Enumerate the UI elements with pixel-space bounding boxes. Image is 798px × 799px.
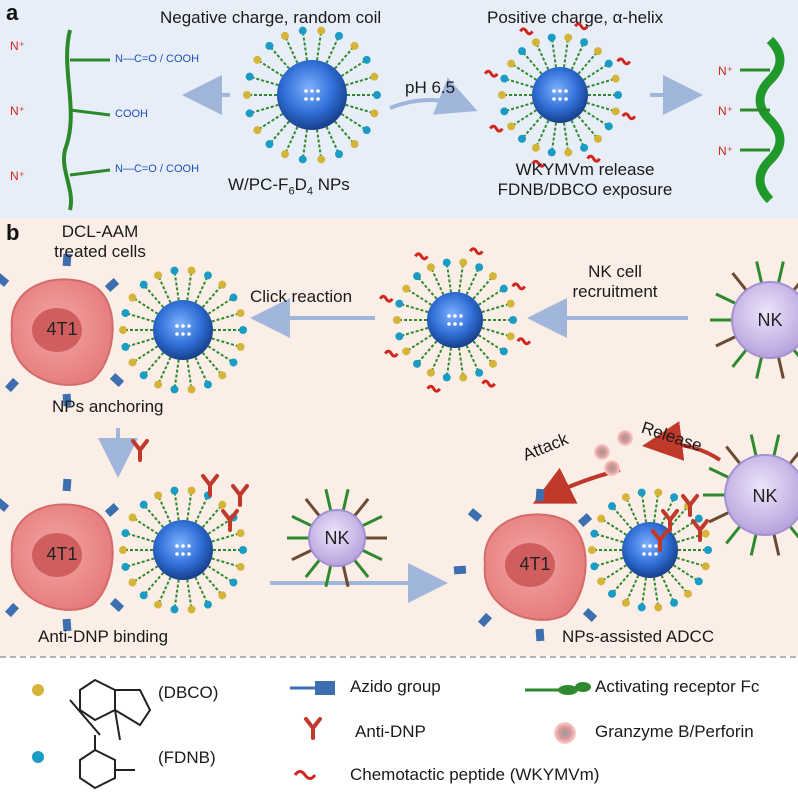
nk-label-1: NK bbox=[757, 310, 782, 330]
nk-cell-adcc bbox=[703, 434, 798, 556]
antibody-0 bbox=[131, 439, 149, 462]
4T1-label-2: 4T1 bbox=[46, 544, 77, 564]
legend-granzyme-icon bbox=[554, 722, 576, 744]
antibody-3 bbox=[201, 474, 219, 497]
svg-text:N—C=O / COOH: N—C=O / COOH bbox=[115, 53, 199, 65]
svg-text:N—C=O / COOH: N—C=O / COOH bbox=[115, 163, 199, 175]
np-recruit bbox=[378, 247, 532, 393]
4T1-label-1: 4T1 bbox=[46, 319, 77, 339]
legend-dbco-label: (DBCO) bbox=[158, 683, 219, 702]
antibody-4 bbox=[681, 494, 699, 517]
legend-azido-label: Azido group bbox=[350, 677, 441, 696]
legend-activating-icon bbox=[525, 682, 591, 695]
svg-text:N⁺: N⁺ bbox=[10, 169, 25, 183]
legend-fdnb-label: (FDNB) bbox=[158, 748, 216, 767]
release-label: WKYMVm release FDNB/DBCO exposure bbox=[465, 160, 705, 200]
nk-cell-middle bbox=[287, 488, 387, 588]
4T1-label-3: 4T1 bbox=[519, 554, 550, 574]
svg-text:COOH: COOH bbox=[115, 108, 148, 120]
tumor-cell-adcc bbox=[453, 488, 598, 642]
antibody-7 bbox=[651, 529, 669, 552]
np-label-prefix: W/PC-F bbox=[228, 175, 289, 194]
np-positive bbox=[483, 22, 637, 168]
antibody-2 bbox=[221, 509, 239, 532]
granzyme-2 bbox=[604, 460, 620, 476]
release-arrow bbox=[642, 421, 722, 462]
panel-b-letter: b bbox=[6, 220, 20, 245]
click-reaction-label: Click reaction bbox=[250, 287, 353, 306]
release-line1: WKYMVm release bbox=[515, 160, 655, 179]
anti-dnp-binding-label: Anti-DNP binding bbox=[38, 627, 169, 646]
polymer-chain-helix: N⁺ N⁺ N⁺ bbox=[718, 36, 785, 204]
legend-granzyme-label: Granzyme B/Perforin bbox=[595, 722, 754, 741]
antibody-1 bbox=[231, 484, 249, 507]
polymer-chain-negative: N—C=O / COOH COOH N—C=O / COOH N⁺ N⁺ N⁺ bbox=[10, 29, 199, 211]
granzyme-1 bbox=[617, 430, 633, 446]
legend-dbco-dot bbox=[32, 684, 44, 696]
np-anchoring bbox=[119, 266, 247, 394]
np-label-sub1: 6 bbox=[288, 185, 295, 198]
legend-fdnb-structure bbox=[79, 735, 135, 790]
np-label-mid: D bbox=[294, 175, 307, 194]
svg-text:N⁺: N⁺ bbox=[718, 104, 733, 118]
dcl-line2: treated cells bbox=[54, 242, 146, 261]
tumor-cell-anchoring bbox=[0, 253, 125, 407]
np-label-suffix: NPs bbox=[312, 175, 350, 194]
legend-fdnb-dot bbox=[32, 751, 44, 763]
legend-anti-dnp-icon bbox=[304, 717, 322, 740]
ph-label: pH 6.5 bbox=[405, 78, 456, 97]
legend-dbco-structure bbox=[69, 678, 152, 741]
np-negative bbox=[243, 26, 381, 164]
granzyme-0 bbox=[594, 444, 610, 460]
nk-label-2: NK bbox=[324, 528, 349, 548]
nk-recruit-line1: NK cell bbox=[588, 262, 642, 281]
ph-arrow bbox=[389, 77, 478, 115]
np-label-sub2: 4 bbox=[306, 185, 313, 198]
dcl-label: DCL-AAM treated cells bbox=[30, 222, 170, 262]
nk-cell-recruit bbox=[710, 261, 798, 379]
release-line2: FDNB/DBCO exposure bbox=[497, 180, 673, 199]
tumor-cell-binding bbox=[0, 478, 125, 632]
panel-a-letter: a bbox=[6, 0, 19, 25]
antibody-5 bbox=[691, 519, 709, 542]
nk-recruit-label: NK cell recruitment bbox=[540, 262, 690, 302]
legend-azido-block bbox=[315, 681, 335, 695]
legend-activating-label: Activating receptor Fc bbox=[595, 677, 760, 696]
antibody-6 bbox=[661, 509, 679, 532]
nk-recruit-line2: recruitment bbox=[572, 282, 658, 301]
nps-anchoring-label: NPs anchoring bbox=[52, 397, 164, 416]
panel-a-right-title: Positive charge, α-helix bbox=[487, 8, 664, 27]
svg-text:N⁺: N⁺ bbox=[10, 39, 25, 53]
nps-adcc-label: NPs-assisted ADCC bbox=[562, 627, 715, 646]
np-binding bbox=[119, 486, 247, 614]
svg-text:N⁺: N⁺ bbox=[718, 64, 733, 78]
legend-chemotactic-label: Chemotactic peptide (WKYMVm) bbox=[350, 765, 600, 784]
legend-chemotactic-icon bbox=[293, 770, 317, 780]
np-label: W/PC-F6D4 NPs bbox=[228, 175, 350, 201]
panel-a-left-title: Negative charge, random coil bbox=[160, 8, 382, 27]
legend-anti-dnp-label: Anti-DNP bbox=[355, 722, 426, 741]
svg-text:N⁺: N⁺ bbox=[10, 104, 25, 118]
dcl-line1: DCL-AAM bbox=[61, 222, 139, 241]
nk-label-3: NK bbox=[752, 486, 777, 506]
svg-text:N⁺: N⁺ bbox=[718, 144, 733, 158]
